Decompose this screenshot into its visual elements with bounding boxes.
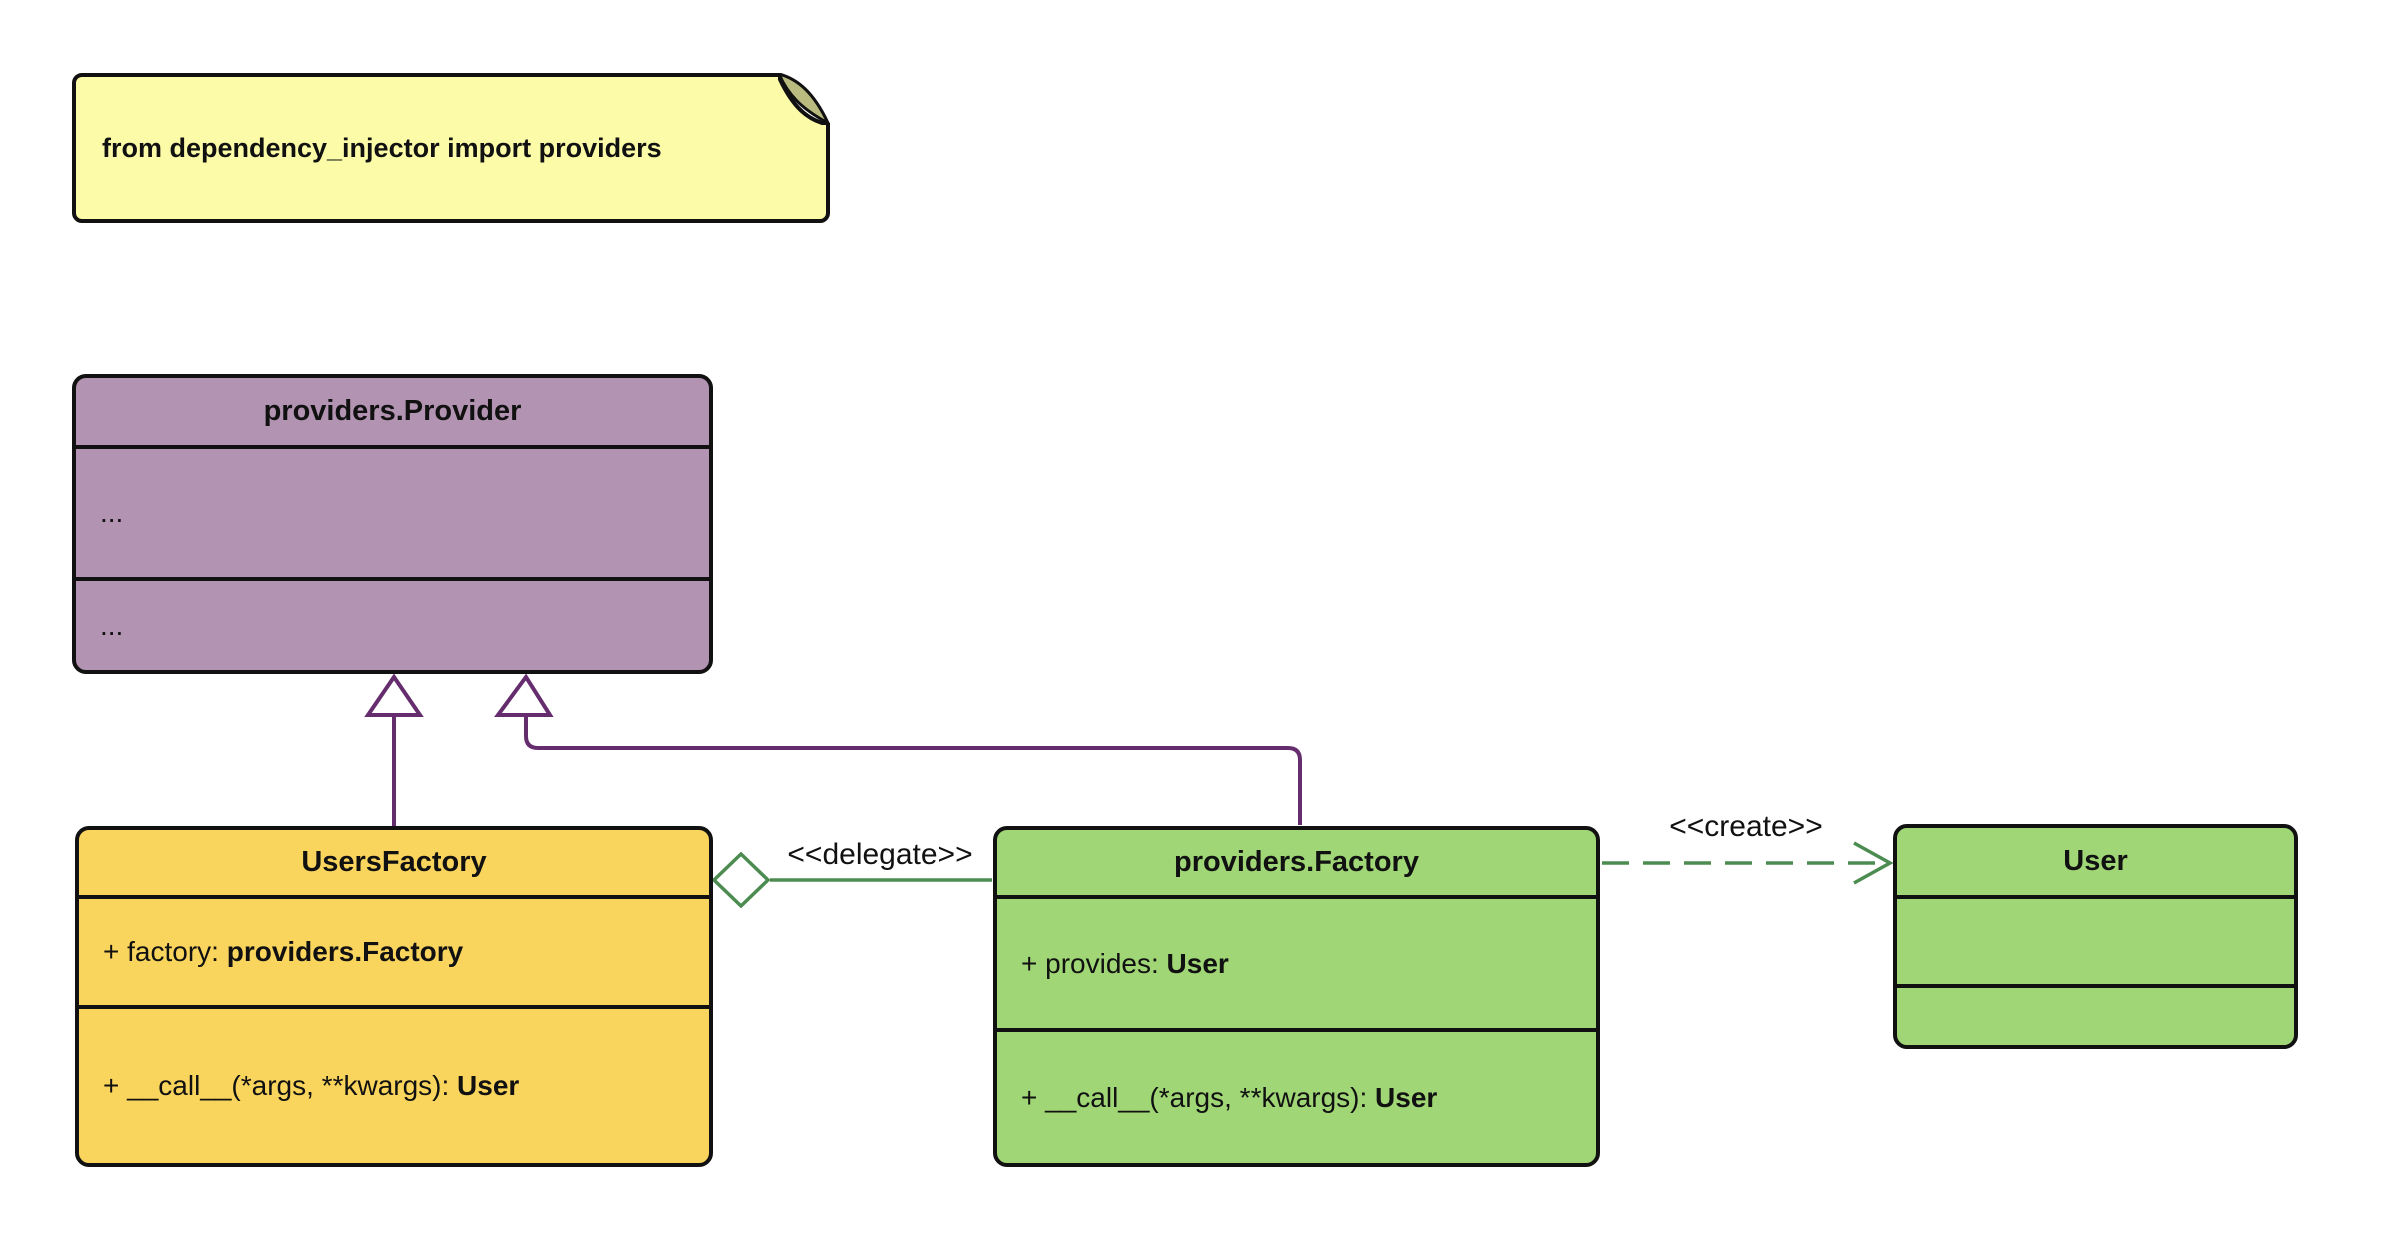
attributes-compartment [1897, 899, 2294, 988]
class-title: UsersFactory [79, 830, 709, 899]
methods-compartment: + __call__(*args, **kwargs): User [997, 1032, 1596, 1163]
generalization-factory-line [524, 716, 1302, 825]
attributes-compartment: + provides: User [997, 899, 1596, 1032]
attribute-ellipsis: ... [100, 497, 124, 528]
attribute-prefix: + provides: [1021, 947, 1167, 979]
class-users-factory: UsersFactory + factory: providers.Factor… [75, 826, 713, 1167]
class-providers-provider: providers.Provider ... ... [72, 374, 713, 674]
class-providers-factory: providers.Factory + provides: User + __c… [993, 826, 1600, 1167]
methods-compartment: + __call__(*args, **kwargs): User [79, 1009, 709, 1163]
methods-compartment [1897, 988, 2294, 1045]
attributes-compartment: ... [76, 449, 709, 581]
method-prefix: + __call__(*args, **kwargs): [103, 1070, 458, 1101]
class-title: User [1897, 828, 2294, 899]
attributes-compartment: + factory: providers.Factory [79, 899, 709, 1009]
class-title: providers.Factory [997, 830, 1596, 899]
generalization-arrowhead-icon [364, 673, 424, 717]
method-call: + __call__(*args, **kwargs): User [103, 1070, 519, 1102]
attribute-provides: + provides: User [1021, 948, 1229, 980]
create-stereotype-label: <<create>> [1669, 810, 1823, 843]
generalization-arrowhead-icon [494, 673, 554, 717]
note-text: from dependency_injector import provider… [102, 132, 662, 163]
attribute-type: User [1166, 947, 1229, 979]
create-arrowhead-icon [1853, 841, 1894, 885]
attribute-factory: + factory: providers.Factory [103, 936, 463, 968]
method-ellipsis: ... [100, 609, 124, 641]
method-prefix: + __call__(*args, **kwargs): [1021, 1081, 1376, 1113]
methods-compartment: ... [76, 581, 709, 670]
attribute-type: providers.Factory [226, 936, 464, 967]
class-title: providers.Provider [76, 378, 709, 449]
note-import-providers: from dependency_injector import provider… [72, 73, 830, 223]
attribute-prefix: + factory: [103, 936, 227, 967]
method-return-type: User [457, 1070, 520, 1101]
note-fold-icon [778, 73, 830, 125]
method-call: + __call__(*args, **kwargs): User [1021, 1082, 1437, 1114]
delegate-stereotype-label: <<delegate>> [787, 838, 973, 871]
method-return-type: User [1375, 1081, 1438, 1113]
class-user: User [1893, 824, 2298, 1049]
